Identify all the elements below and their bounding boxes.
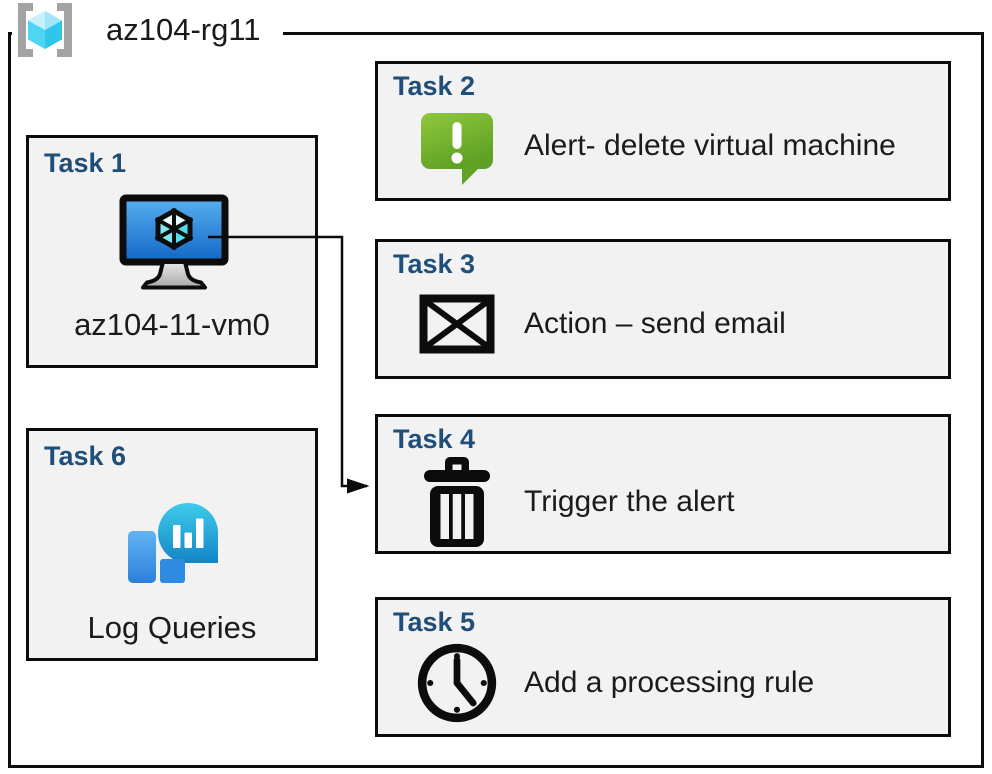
task-1-box: Task 1 az104-11-vm0 <box>26 135 318 368</box>
virtual-machine-icon <box>119 194 229 290</box>
trash-icon <box>424 456 490 547</box>
task-3-label: Task 3 <box>393 249 476 279</box>
task-3-box: Task 3 Action – send email <box>375 239 951 379</box>
log-queries-label: Log Queries <box>87 610 257 645</box>
task-3-content: Action – send email <box>378 280 948 376</box>
vm-name-label: az104-11-vm0 <box>74 307 270 342</box>
resource-group-header: az104-rg11 <box>12 1 283 59</box>
task-6-box: Task 6 Log Queries <box>26 428 318 661</box>
task-4-text: Trigger the alert <box>524 484 735 518</box>
task-6-label: Task 6 <box>44 441 127 471</box>
resource-group-icon <box>18 3 72 57</box>
task-5-text: Add a processing rule <box>524 665 815 699</box>
task-2-box: Task 2 Alert- delete virtual machine <box>375 61 951 201</box>
task-5-content: Add a processing rule <box>378 638 948 736</box>
task-5-label: Task 5 <box>393 607 476 637</box>
task-3-text: Action – send email <box>524 306 786 340</box>
task-1-label: Task 1 <box>44 148 127 178</box>
log-queries-icon <box>128 503 218 583</box>
task-4-box: Task 4 Trigger the alert <box>375 414 951 554</box>
alert-icon <box>421 112 493 185</box>
task-2-label: Task 2 <box>393 71 476 101</box>
resource-group-boundary <box>8 32 984 768</box>
task-2-text: Alert- delete virtual machine <box>524 128 896 162</box>
email-icon <box>419 294 495 354</box>
task-5-box: Task 5 Add a processing rule <box>375 597 951 737</box>
task-2-content: Alert- delete virtual machine <box>378 102 948 198</box>
resource-group-name: az104-rg11 <box>106 12 261 47</box>
task-4-content: Trigger the alert <box>378 455 948 557</box>
task-4-label: Task 4 <box>393 424 476 454</box>
clock-icon <box>417 643 497 722</box>
